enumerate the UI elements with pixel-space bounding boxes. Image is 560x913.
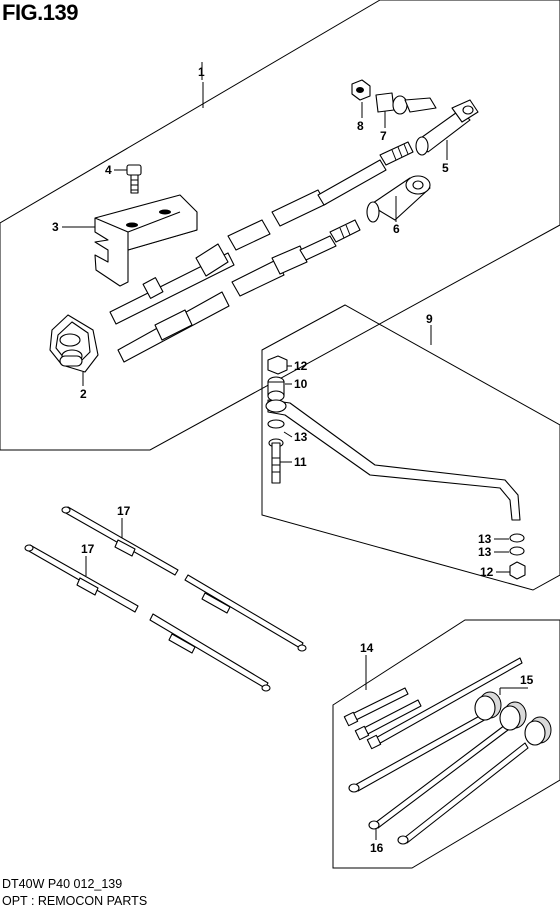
part-10-collar [267, 376, 285, 402]
callout-1: 1 [198, 65, 205, 79]
callout-7: 7 [380, 129, 387, 143]
callout-12-top: 12 [294, 359, 308, 373]
part-17-cable-upper [61, 506, 307, 652]
part-2-grommet [49, 314, 99, 386]
part-4-bolt [114, 164, 142, 194]
callout-14: 14 [360, 641, 374, 655]
part-11-bolt [268, 438, 284, 484]
part-14-cable-ties [343, 657, 523, 750]
part-17-cable-lower [24, 544, 271, 692]
group-1-outline [0, 0, 560, 451]
callout-15: 15 [520, 673, 534, 687]
callout-6: 6 [393, 222, 400, 236]
callout-17-upper: 17 [117, 504, 131, 518]
callout-9: 9 [426, 312, 433, 326]
part-15-rubber-rollers [474, 687, 552, 746]
part-12-nut-top [267, 355, 288, 375]
callout-11: 11 [294, 455, 307, 469]
figure-code: DT40W P40 012_139 [2, 877, 123, 891]
part-6-cable-end [366, 175, 431, 223]
part-13-washers-lower [509, 533, 525, 556]
callout-4: 4 [105, 163, 112, 177]
group-9-outline [261, 304, 560, 591]
callout-13-top: 13 [294, 430, 308, 444]
callout-13-mid: 13 [478, 532, 492, 546]
part-8-nut [351, 79, 371, 118]
callout-16: 16 [370, 841, 384, 855]
part-5-cable-end [415, 99, 479, 160]
part-16-long-ties [348, 712, 529, 845]
callout-12-low: 12 [480, 565, 494, 579]
figure-title: FIG.139 [2, 0, 78, 25]
callout-2: 2 [80, 387, 87, 401]
figure-description: OPT : REMOCON PARTS [2, 894, 148, 908]
callout-13-low: 13 [478, 545, 492, 559]
callout-10: 10 [294, 377, 308, 391]
part-13-washer-top [267, 419, 285, 429]
part-12-nut-lower [509, 561, 526, 580]
part-7-ball-stud [375, 92, 437, 128]
callout-17-lower: 17 [81, 542, 95, 556]
part-3-bracket [62, 194, 198, 287]
part-link-rod [265, 399, 521, 521]
part-1-cable-assembly [109, 62, 414, 363]
group-14-outline [332, 619, 560, 869]
callout-3: 3 [52, 220, 59, 234]
callout-5: 5 [442, 161, 449, 175]
callout-8: 8 [357, 119, 364, 133]
